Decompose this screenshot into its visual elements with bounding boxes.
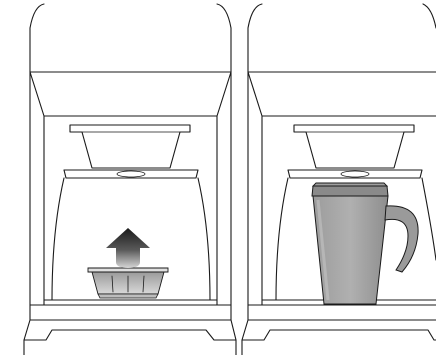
right-base-foot xyxy=(242,320,436,340)
left-hood-bevel xyxy=(30,72,231,116)
right-panel-coffee-maker xyxy=(242,4,436,355)
up-arrow-icon xyxy=(106,228,150,268)
right-brew-basket xyxy=(294,125,414,168)
left-hood-outline xyxy=(30,4,231,72)
left-base-foot xyxy=(24,320,236,340)
travel-mug xyxy=(312,183,418,304)
left-panel-coffee-maker xyxy=(24,4,236,355)
drip-tray-insert xyxy=(88,268,168,298)
right-hood-bevel xyxy=(248,72,436,116)
left-base-platform xyxy=(30,300,231,320)
right-hood-outline xyxy=(248,4,436,72)
left-brew-basket xyxy=(70,125,190,168)
